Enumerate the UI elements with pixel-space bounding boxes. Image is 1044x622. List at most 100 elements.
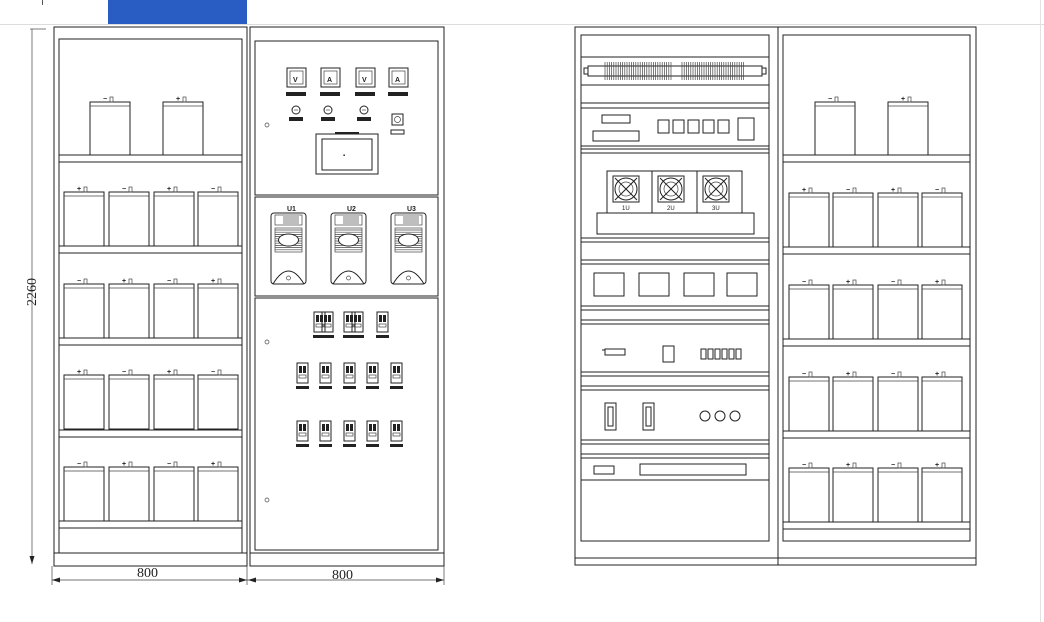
battery-terminal-label: + — [77, 369, 81, 376]
battery-terminal-label: − — [167, 461, 171, 468]
indicator-lamp — [321, 105, 335, 121]
battery: + — [108, 278, 150, 339]
battery: + — [788, 187, 830, 248]
battery: + — [921, 279, 963, 340]
battery: − — [153, 461, 195, 522]
meter-symbol: V — [362, 77, 367, 84]
battery: − — [877, 279, 919, 340]
circuit-breaker — [366, 420, 379, 447]
battery-terminal-label: − — [802, 279, 806, 286]
battery-terminal-label: − — [891, 462, 895, 469]
battery-terminal-label: − — [211, 186, 215, 193]
battery: − — [832, 187, 874, 248]
indicator-square — [735, 348, 742, 360]
battery-terminal-label: − — [103, 96, 107, 103]
battery-terminal-label: − — [935, 187, 939, 194]
battery: − — [89, 96, 131, 156]
battery: − — [788, 462, 830, 523]
battery: + — [832, 462, 874, 523]
battery-terminal-label: + — [891, 187, 895, 194]
shelf — [782, 521, 971, 530]
battery-terminal-label: + — [122, 461, 126, 468]
battery-terminal-label: − — [891, 279, 895, 286]
battery: + — [153, 369, 195, 430]
shelf — [782, 154, 971, 163]
top-toolbar — [0, 0, 1044, 25]
module-box — [593, 272, 625, 297]
battery: + — [832, 279, 874, 340]
fan-label: 1U — [622, 206, 630, 212]
panel-meter: V — [286, 67, 307, 96]
rectifier-module: U1 — [270, 206, 307, 285]
battery-terminal-label: + — [211, 461, 215, 468]
indicator-square — [702, 119, 715, 134]
battery: − — [153, 278, 195, 339]
module-box — [726, 272, 758, 297]
dimension-lines — [29, 28, 445, 585]
battery-terminal-label: − — [167, 278, 171, 285]
battery: + — [197, 461, 239, 522]
rectifier-label: U2 — [347, 206, 356, 213]
battery: − — [877, 462, 919, 523]
battery-terminal-label: − — [891, 371, 895, 378]
circuit-breaker — [296, 420, 309, 447]
shelf — [58, 154, 243, 163]
circuit-breaker — [351, 311, 364, 338]
active-tab[interactable] — [108, 0, 247, 24]
battery: − — [788, 279, 830, 340]
toolbar-tick — [42, 0, 43, 5]
battery-terminal-label: + — [211, 278, 215, 285]
indicator-square — [700, 348, 707, 360]
cooling-fan: 2U — [657, 175, 685, 212]
battery: − — [921, 187, 963, 248]
battery-terminal-label: + — [77, 186, 81, 193]
circuit-breaker — [366, 362, 379, 389]
circuit-breaker — [390, 420, 403, 447]
indicator-square — [721, 348, 728, 360]
battery: − — [197, 369, 239, 430]
battery-terminal-label: + — [846, 462, 850, 469]
battery: + — [63, 369, 105, 430]
battery-terminal-label: + — [901, 96, 905, 103]
battery-terminal-label: + — [167, 369, 171, 376]
module-box — [683, 272, 715, 297]
battery-terminal-label: − — [828, 96, 832, 103]
left-battery-cabinet: −++−+−−+−++−+−−+−+ — [53, 26, 248, 567]
meter-symbol: V — [293, 77, 298, 84]
indicator-square — [714, 348, 721, 360]
circuit-breaker — [296, 362, 309, 389]
meter-symbol: A — [327, 77, 332, 84]
right-battery-cabinet: −++−+−−+−+−+−+−+−+ — [777, 26, 977, 566]
battery: − — [108, 369, 150, 430]
battery-terminal-label: + — [846, 371, 850, 378]
battery: − — [814, 96, 856, 156]
circuit-breaker — [376, 311, 389, 338]
indicator-square — [657, 119, 670, 134]
battery-terminal-label: + — [122, 278, 126, 285]
battery: + — [887, 96, 929, 156]
width-dimension-left: 800 — [137, 566, 158, 581]
battery: + — [63, 186, 105, 247]
indicator-lamp — [357, 105, 371, 121]
shelf — [58, 520, 243, 529]
battery: − — [108, 186, 150, 247]
battery-terminal-label: + — [935, 462, 939, 469]
rectifier-label: U1 — [287, 206, 296, 213]
battery: − — [788, 371, 830, 432]
battery: − — [877, 371, 919, 432]
battery-terminal-label: − — [122, 186, 126, 193]
panel-meter: V — [355, 67, 376, 96]
battery: + — [153, 186, 195, 247]
battery-terminal-label: − — [77, 461, 81, 468]
battery: + — [921, 462, 963, 523]
battery: − — [63, 461, 105, 522]
indicator-square — [707, 348, 714, 360]
battery: + — [162, 96, 204, 156]
battery: + — [921, 371, 963, 432]
battery: + — [197, 278, 239, 339]
shelf — [782, 246, 971, 255]
circuit-breaker — [321, 311, 334, 338]
